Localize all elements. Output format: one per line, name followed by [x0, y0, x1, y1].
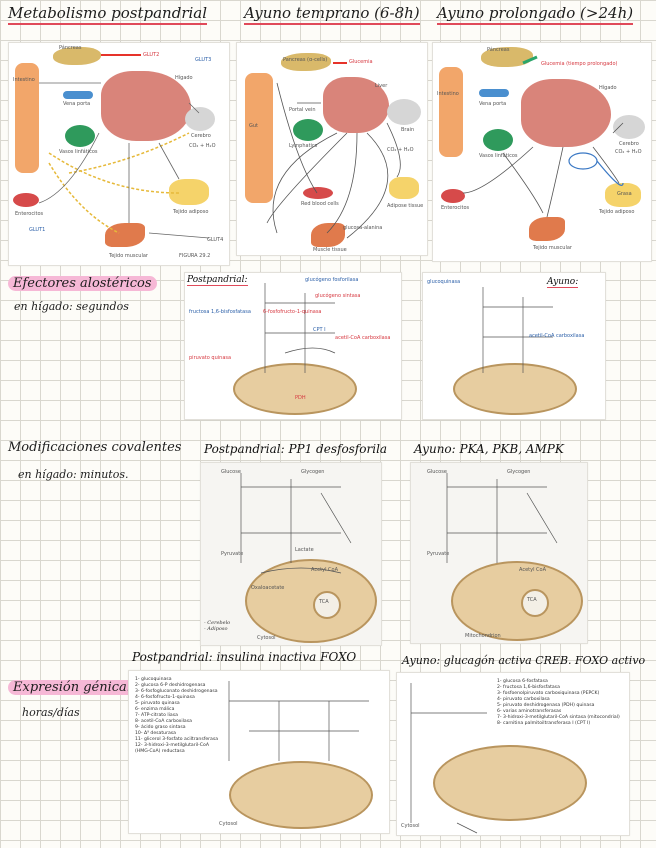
glut4-label: GLUT4: [207, 237, 223, 243]
covalent-fasting-diagram: Glycogen Glucose Pyruvate Acetyl CoA TCA…: [410, 462, 588, 644]
pathway-label: Acetyl CoA: [311, 567, 338, 573]
pathway-label: Glycogen: [507, 469, 530, 475]
co2-label: CO₂ + H₂O: [387, 147, 414, 153]
allosteric-postprandial-diagram: Postpandrial: glucógeno fosforilasa gluc…: [184, 272, 402, 420]
allosteric-fasting-diagram: Ayuno: glucoquinasa acetil-CoA carboxila…: [422, 272, 606, 420]
gene-expression-subtitle: horas/días: [22, 706, 80, 719]
intestine-label: Intestino: [13, 77, 35, 83]
cytosol-label: Cytosol: [219, 821, 238, 827]
muscle-label: Tejido muscular: [533, 245, 572, 251]
adipose-label: Tejido adiposo: [599, 209, 634, 215]
portal-vein-label: Vena porta: [63, 101, 90, 107]
enzyme-label: acetil-CoA carboxilasa: [529, 333, 584, 339]
enterocyte-label: Enterocitos: [441, 205, 469, 211]
enzyme-label: 6-fosfofructo-1-quinasa: [263, 309, 322, 315]
pathway-label: Acetyl CoA: [519, 567, 546, 573]
adipose-label: Adipose tissue: [387, 203, 423, 209]
gut-label: Gut: [249, 123, 258, 129]
pathway-label: Oxaloacetate: [251, 585, 284, 591]
brain-label: Cerebro: [619, 141, 639, 147]
pathway-label: Mitochondrion: [465, 633, 501, 639]
liver-label: Hígado: [599, 85, 617, 91]
enzyme-label: fructosa 1,6-bisfosfatasa: [189, 309, 251, 315]
enzyme-label: acetil-CoA carboxilasa: [335, 335, 390, 341]
pathway-arrows: [185, 273, 401, 419]
liver-label: Liver: [375, 83, 387, 89]
glycemia-label: Glucemia (tiempo prolongado): [541, 61, 617, 67]
pathway-label: Glucose: [221, 469, 241, 475]
liver-label: Hígado: [175, 75, 193, 81]
gene-fasting-label: Ayuno: glucagón activa CREB. FOXO activo: [402, 654, 645, 667]
covalent-title: Modificaciones covalentes: [8, 440, 181, 455]
postprandial-title: Metabolismo postpandrial: [8, 4, 207, 22]
pathway-label: Lactate: [295, 547, 314, 553]
intestine-label: Intestino: [437, 91, 459, 97]
pathway-label: Cytosol: [257, 635, 276, 641]
figure-label: FIGURA 29.2: [179, 253, 210, 259]
pathway-arrows: [129, 671, 389, 833]
portal-vein-label: Vena porta: [479, 101, 506, 107]
muscle-label: Muscle tissue: [313, 247, 347, 253]
enzyme-label: glucógeno sintasa: [315, 293, 360, 299]
glycemia-label: Glucemia: [349, 59, 373, 65]
early-fasting-diagram: Glucemia Pancreas (α-cells) Liver Gut Po…: [236, 42, 428, 256]
pathway-label: Pyruvate: [427, 551, 449, 557]
glut1-label: GLUT1: [29, 227, 45, 233]
brain-label: Brain: [401, 127, 414, 133]
enzyme-label: glucoquinasa: [427, 279, 460, 285]
muscle-label: Tejido muscular: [109, 253, 148, 259]
enzyme-label: glucógeno fosforilasa: [305, 277, 358, 283]
pancreas-label: Pancreas (α-cells): [283, 57, 327, 63]
pancreas-label: Páncreas: [487, 47, 509, 53]
gene-postprandial-diagram: 1- glucoquinasa 2- glucosa 6-P deshidrog…: [128, 670, 390, 834]
gene-fasting-diagram: 1- glucosa 6-fosfatasa 2- fructosa 1,6-b…: [396, 672, 630, 836]
pathway-label: Glycogen: [301, 469, 324, 475]
pathway-label: TCA: [319, 599, 329, 605]
pathway-arrows: [397, 673, 629, 835]
enterocyte-label: Enterocitos: [15, 211, 43, 217]
cytosol-label: Cytosol: [401, 823, 420, 829]
covalent-subtitle: en hígado: minutos.: [18, 468, 128, 481]
covalent-fasting-label: Ayuno: PKA, PKB, AMPK: [414, 442, 564, 456]
portal-vein-label: Portal vein: [289, 107, 316, 113]
glut2-label: GLUT2: [143, 52, 159, 58]
pathway-label: Pyruvate: [221, 551, 243, 557]
adipose-label: Tejido adiposo: [173, 209, 208, 215]
covalent-postprandial-label: Postpandrial: PP1 desfosforila: [204, 442, 387, 456]
lymphatic-label: Vasos linfáticos: [479, 153, 518, 159]
fat-label: Grasa: [617, 191, 632, 197]
allosteric-subtitle: en hígado: segundos: [14, 300, 129, 313]
early-fasting-title: Ayuno temprano (6-8h): [244, 4, 420, 22]
enzyme-label: CPT I: [313, 327, 326, 333]
pathway-arrows: [423, 273, 605, 419]
co2-label: CO₂ + H₂O: [189, 143, 216, 149]
glut3-label: GLUT3: [195, 57, 211, 63]
pancreas-label: Páncreas: [59, 45, 81, 51]
brain-label: Cerebro: [191, 133, 211, 139]
allosteric-title: Efectores alostéricos: [8, 276, 157, 291]
prolonged-fasting-diagram: Glucemia (tiempo prolongado) Páncreas Hí…: [432, 42, 652, 262]
enzyme-label: PDH: [295, 395, 306, 401]
postprandial-diagram: GLUT2 GLUT3 Páncreas Hígado Intestino Ve…: [8, 42, 230, 266]
covalent-postprandial-diagram: Glycogen Glucose Pyruvate Lactate Acetyl…: [200, 462, 382, 646]
lymphatics-label: Lymphatics: [289, 143, 317, 149]
covalent-footnote: - Cerebelo - Adiposo: [204, 620, 230, 632]
lymphatic-label: Vasos linfáticos: [59, 149, 98, 155]
gene-expression-title: Expresión génica:: [8, 680, 136, 695]
co2-label: CO₂ + H₂O: [615, 149, 642, 155]
pathway-label: TCA: [527, 597, 537, 603]
handwritten-note: glucosa-alanina: [343, 225, 382, 231]
prolonged-fasting-title: Ayuno prolongado (>24h): [437, 4, 633, 22]
enzyme-label: piruvato quinasa: [189, 355, 231, 361]
gene-postprandial-label: Postpandrial: insulina inactiva FOXO: [132, 650, 356, 664]
pathway-label: Glucose: [427, 469, 447, 475]
rbc-label: Red blood cells: [301, 201, 339, 207]
